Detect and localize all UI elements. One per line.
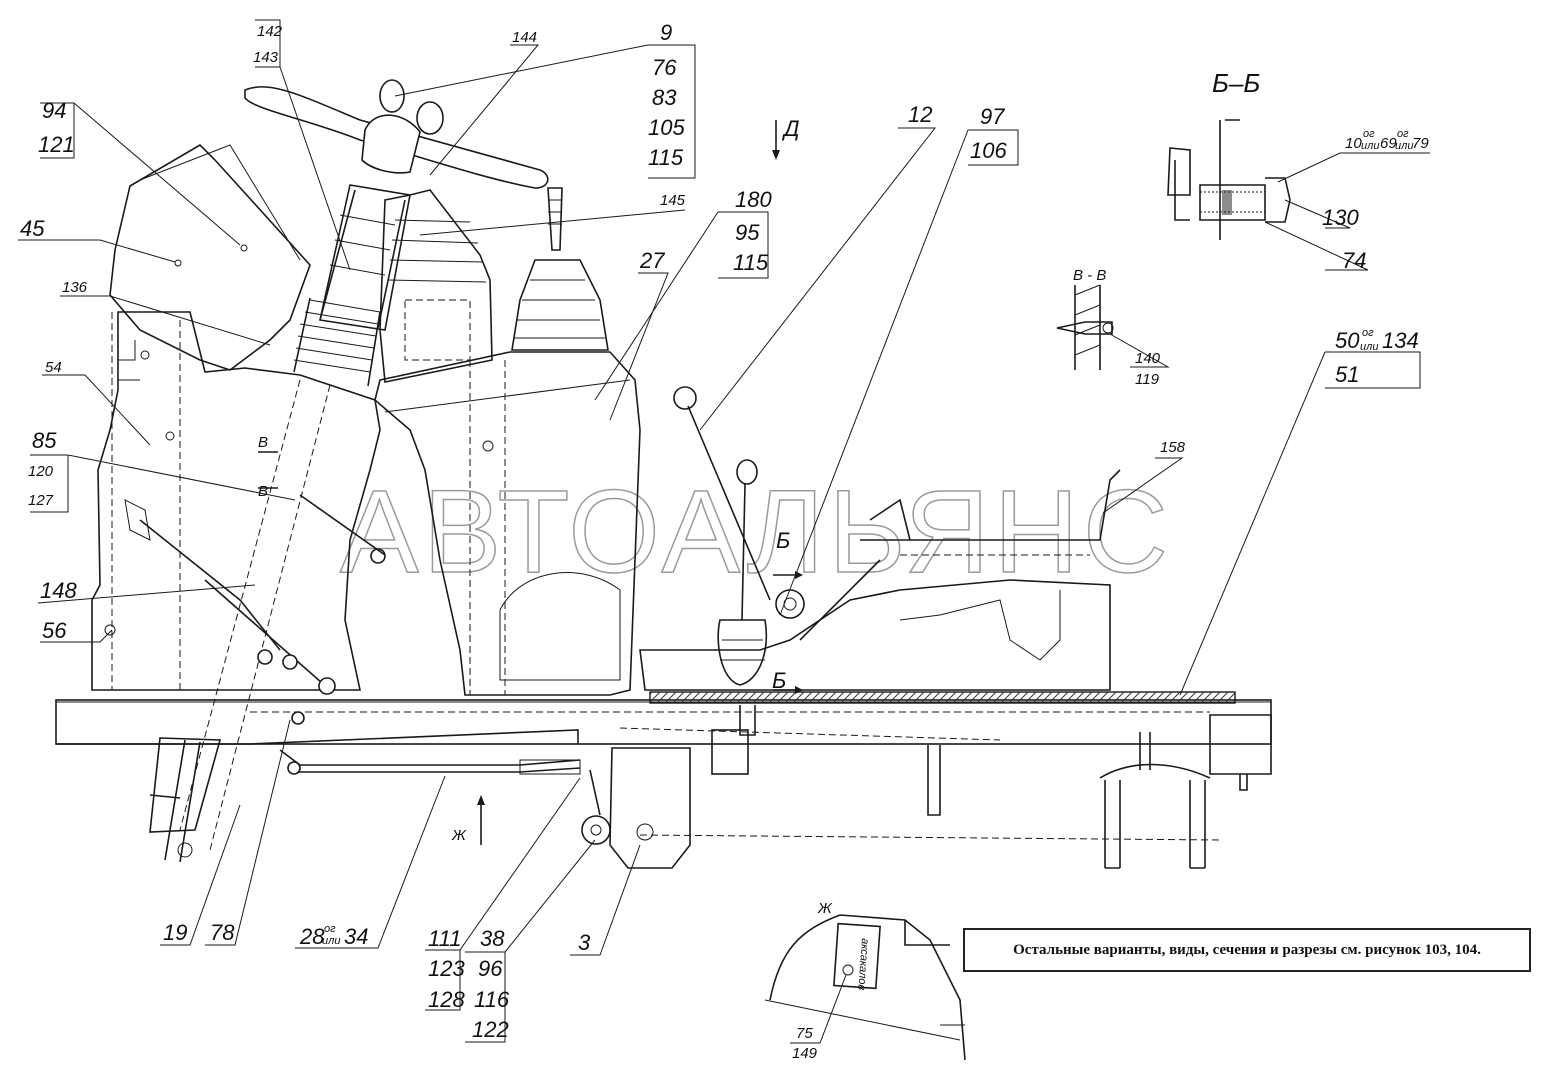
label-121: 121	[38, 132, 75, 157]
label-10-og: ог	[1363, 128, 1375, 140]
label-96: 96	[478, 956, 503, 981]
label-51: 51	[1335, 362, 1359, 387]
label-116: 116	[474, 987, 510, 1012]
label-mark-b2: Б	[772, 668, 786, 693]
label-128: 128	[428, 987, 465, 1012]
label-69-og: ог	[1397, 128, 1409, 140]
label-79: 79	[1412, 135, 1429, 152]
label-130: 130	[1322, 205, 1359, 230]
floor-mat	[649, 691, 1236, 704]
label-134: 134	[1382, 328, 1419, 353]
label-119: 119	[1135, 371, 1160, 388]
label-50-og: ог	[1362, 327, 1374, 339]
label-148: 148	[40, 578, 77, 603]
label-115b: 115	[733, 250, 769, 275]
right-levers	[673, 386, 805, 775]
label-69-or: или	[1395, 140, 1413, 152]
air-duct	[639, 469, 1121, 691]
label-127: 127	[28, 492, 54, 509]
label-38: 38	[480, 926, 505, 951]
label-158: 158	[1160, 439, 1186, 456]
label-section-bb: Б–Б	[1212, 68, 1260, 98]
label-94: 94	[42, 98, 66, 123]
label-115a: 115	[648, 145, 684, 170]
label-28-og: ог	[324, 923, 336, 935]
callout-labels: 94 121 45 136 54 85 120 127 148 56 142 1…	[20, 20, 1429, 1062]
label-144: 144	[512, 29, 537, 46]
joystick	[511, 187, 609, 351]
label-inset-zh: Ж	[817, 900, 833, 917]
control-box	[91, 311, 381, 691]
base-frame	[55, 691, 1272, 869]
label-140: 140	[1135, 350, 1161, 367]
inset-view-zh: аксакалов	[764, 914, 966, 1061]
label-78: 78	[210, 920, 235, 945]
label-142: 142	[257, 23, 283, 40]
label-34: 34	[344, 924, 368, 949]
label-97: 97	[980, 104, 1005, 129]
label-mark-v1: В	[258, 434, 268, 451]
label-9: 9	[660, 20, 672, 45]
label-180: 180	[735, 187, 772, 212]
label-106: 106	[970, 138, 1007, 163]
steering-column	[149, 79, 549, 863]
note-box: Остальные варианты, виды, сечения и разр…	[963, 928, 1531, 972]
section-bb-view	[1167, 119, 1291, 240]
label-section-vv: В - В	[1073, 267, 1106, 284]
label-10: 10	[1345, 135, 1362, 152]
label-view-d: Д	[781, 116, 800, 141]
label-45: 45	[20, 216, 45, 241]
label-85: 85	[32, 428, 57, 453]
label-56: 56	[42, 618, 67, 643]
label-122: 122	[472, 1017, 509, 1042]
label-50: 50	[1335, 328, 1360, 353]
label-mark-b1: Б	[776, 528, 790, 553]
label-136: 136	[62, 279, 88, 296]
label-149: 149	[792, 1045, 818, 1062]
label-74: 74	[1342, 248, 1366, 273]
label-12: 12	[908, 102, 932, 127]
label-111: 111	[428, 926, 461, 951]
label-120: 120	[28, 463, 54, 480]
column-bellows	[293, 297, 381, 387]
label-54: 54	[45, 359, 62, 376]
svg-text:аксакалов: аксакалов	[855, 938, 871, 991]
watermark: АВТОАЛЬЯНС	[340, 466, 1172, 598]
label-3: 3	[578, 930, 591, 955]
section-vv-view	[1056, 284, 1114, 370]
label-105: 105	[648, 115, 685, 140]
leader-lines	[18, 19, 1430, 1044]
label-123: 123	[428, 956, 465, 981]
label-75: 75	[796, 1025, 813, 1042]
note-text: Остальные варианты, виды, сечения и разр…	[1013, 941, 1481, 958]
label-28-or: или	[322, 935, 340, 947]
label-10-or: или	[1361, 140, 1379, 152]
label-28: 28	[299, 924, 325, 949]
label-83: 83	[652, 85, 677, 110]
label-76: 76	[652, 55, 677, 80]
view-arrows	[477, 120, 780, 845]
label-27: 27	[639, 248, 665, 273]
label-95: 95	[735, 220, 760, 245]
label-mark-v2: В	[258, 483, 268, 500]
label-view-zh: Ж	[451, 827, 467, 844]
gear-housing	[374, 189, 641, 696]
label-19: 19	[163, 920, 187, 945]
label-143: 143	[253, 49, 279, 66]
label-50-or: или	[1360, 341, 1378, 353]
label-69: 69	[1380, 135, 1397, 152]
upper-housing	[109, 143, 311, 371]
label-145: 145	[660, 192, 686, 209]
linkage	[257, 494, 691, 869]
